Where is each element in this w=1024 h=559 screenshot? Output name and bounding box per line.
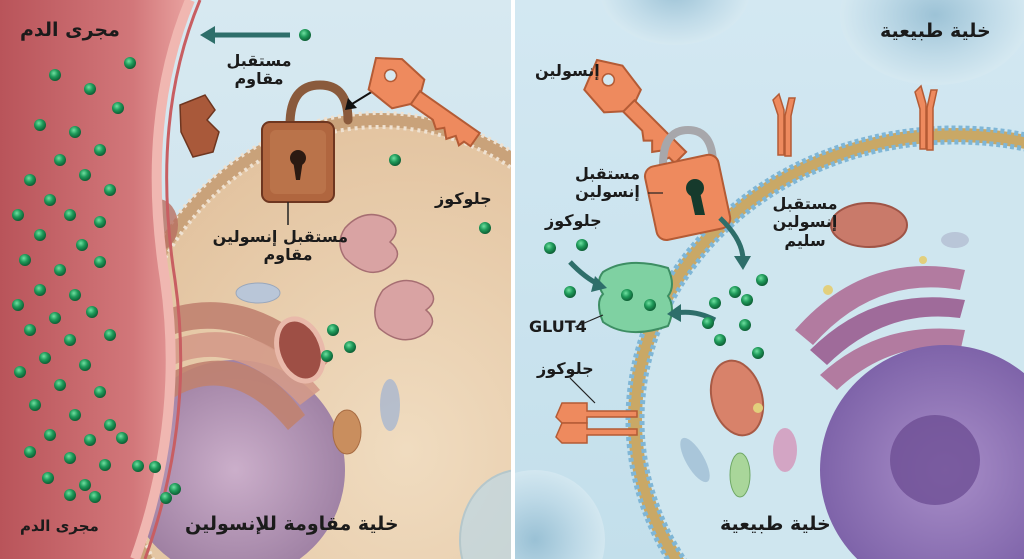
padlock-icon [643,125,732,242]
healthy-insulin-receptor [772,84,938,157]
glucose-label: جلوكوز [545,211,602,230]
left-panel-title: خلية مقاومة للإنسولين [185,513,399,535]
bloodstream-label-bottom: مجرى الدم [20,517,99,535]
label-line: مقاوم [263,245,313,265]
glucose-molecules [544,239,768,359]
glucose-transporter [339,213,435,341]
insulin-label: إنسولين [535,61,600,80]
glut4-label: GLUT4 [529,317,587,336]
broken-padlock-icon [261,80,353,203]
insulin-resistant-cell-panel: مجرى الدم مستقبل مقاوم جلوكوز مستقبل إنس… [0,0,511,559]
label-line: مستقبل [226,51,292,70]
label-line: إنسولين [772,212,838,232]
bloodstream-label-top: مجرى الدم [20,19,120,41]
glucose-molecules [12,29,491,504]
normal-cell-panel: خلية طبيعية إنسولين مستقبل إنسولين جلوكو… [515,0,1024,559]
panel-divider [511,0,515,559]
glucose-receptor-label: جلوكوز [537,359,594,378]
glucose-receptor [555,402,638,444]
glucose-label: جلوكوز [435,189,492,208]
resistant-cell-illustration [0,0,511,559]
label-line: سليم [784,230,826,250]
label-line: مستقبل إنسولين [212,227,348,246]
healthy-insulin-receptor-label: مستقبل إنسولين سليم [765,194,845,250]
label-line: مقاوم [234,69,284,89]
label-line: مستقبل [574,164,641,183]
insulin-key-icon [583,58,688,165]
label-line: مستقبل [772,194,838,213]
insulin-key-icon [367,56,482,148]
resistant-insulin-receptor-label: مستقبل إنسولين مقاوم [212,227,348,265]
normal-cell-illustration [515,0,1024,559]
glut4-transporter [598,261,673,334]
right-panel-title: خلية طبيعية [720,513,831,535]
normal-cell-label-top: خلية طبيعية [880,20,991,42]
resistant-receptor-label: مستقبل مقاوم [224,51,294,89]
label-line: إنسولين [575,182,640,202]
insulin-receptor-label: مستقبل إنسولين [570,164,645,202]
